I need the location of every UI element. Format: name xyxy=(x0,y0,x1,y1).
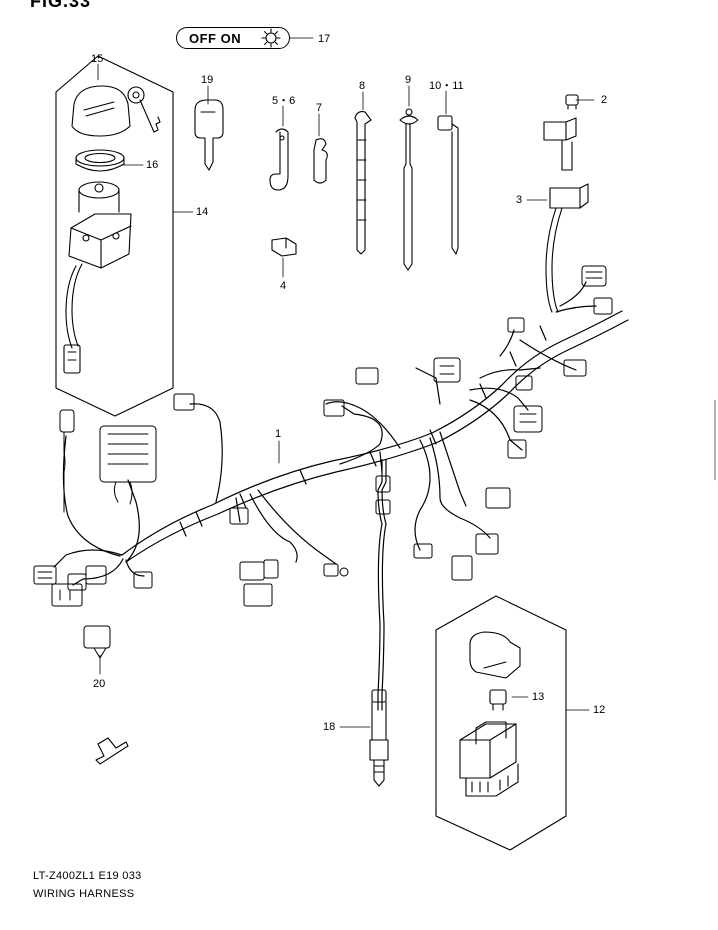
callout-1: 1 xyxy=(275,428,282,440)
callout-7: 7 xyxy=(316,102,323,114)
callout-18: 18 xyxy=(323,721,336,733)
callout-10-11: 10・11 xyxy=(429,80,464,92)
callout-13: 13 xyxy=(532,691,545,703)
sensor-18 xyxy=(369,689,389,787)
callout-5-6: 5・6 xyxy=(272,95,296,107)
callout-4: 4 xyxy=(280,280,287,292)
harness-connectors xyxy=(33,265,613,659)
figure-title: FIG.33 xyxy=(30,0,92,11)
callout-16: 16 xyxy=(146,159,159,171)
model-code: LT-Z400ZL1 E19 033 xyxy=(33,870,142,882)
leader-lines xyxy=(97,37,595,728)
relay-box xyxy=(435,595,567,851)
callout-14: 14 xyxy=(196,206,209,218)
light-bulb-icon xyxy=(261,28,281,48)
section-title: WIRING HARNESS xyxy=(33,888,135,900)
fuse-and-holder xyxy=(543,94,589,313)
callout-2: 2 xyxy=(601,94,608,106)
cable-tie-10-11 xyxy=(437,115,459,255)
callout-9: 9 xyxy=(405,74,412,86)
cable-tie-8 xyxy=(354,111,372,255)
off-on-label: OFF ON xyxy=(189,31,242,46)
spare-key xyxy=(194,99,224,171)
callout-3: 3 xyxy=(516,194,523,206)
forward-arrow-icon xyxy=(95,737,129,765)
cable-clip-9 xyxy=(399,108,419,271)
clip-7 xyxy=(313,138,328,184)
clamp-4 xyxy=(271,237,297,257)
callout-17: 17 xyxy=(318,33,331,45)
callout-20: 20 xyxy=(93,678,106,690)
main-harness xyxy=(53,281,629,711)
clamp-5-6 xyxy=(269,128,289,191)
ignition-switch-box xyxy=(55,55,174,417)
callout-19: 19 xyxy=(201,74,214,86)
callout-15: 15 xyxy=(91,53,104,65)
callout-8: 8 xyxy=(359,80,366,92)
off-on-indicator: OFF ON xyxy=(176,27,290,49)
callout-12: 12 xyxy=(593,704,606,716)
